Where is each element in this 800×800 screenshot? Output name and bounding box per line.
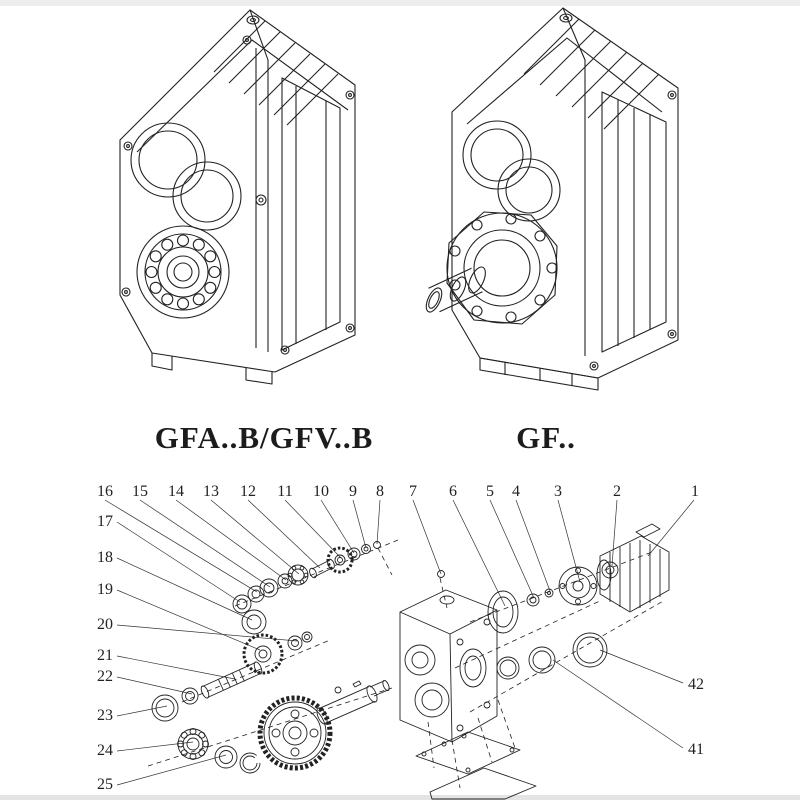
callout-6: 6 xyxy=(449,483,457,500)
callout-1: 1 xyxy=(691,483,699,500)
callout-16: 16 xyxy=(97,483,113,500)
callout-42: 42 xyxy=(688,676,704,693)
output-shaft-icon xyxy=(425,266,486,313)
bearing-icon xyxy=(136,225,230,319)
callout-7: 7 xyxy=(409,483,417,500)
page-edge-bottom xyxy=(0,795,800,800)
gasket-parts xyxy=(415,731,537,800)
callout-17: 17 xyxy=(97,513,113,530)
callout-13: 13 xyxy=(203,483,219,500)
callout-8: 8 xyxy=(376,483,384,500)
output-flange-icon xyxy=(446,211,558,325)
callout-41: 41 xyxy=(688,741,704,758)
callout-25: 25 xyxy=(97,776,113,793)
callout-19: 19 xyxy=(97,581,113,598)
callout-22: 22 xyxy=(97,668,113,685)
bolt-icons xyxy=(121,35,355,355)
callout-14: 14 xyxy=(168,483,184,500)
input-shaft-parts xyxy=(247,541,445,603)
intermediate-shaft-parts xyxy=(181,594,313,705)
callout-12: 12 xyxy=(240,483,256,500)
callout-20: 20 xyxy=(97,616,113,633)
callout-10: 10 xyxy=(313,483,329,500)
model-label-left: GFA..B/GFV..B xyxy=(154,420,374,455)
callout-15: 15 xyxy=(132,483,148,500)
callout-leader-lines xyxy=(104,499,695,786)
callout-24: 24 xyxy=(97,742,113,759)
callout-3: 3 xyxy=(554,483,562,500)
exploded-view-figure xyxy=(104,499,695,800)
model-label-right: GF.. xyxy=(516,420,576,455)
output-shaft-parts xyxy=(151,679,390,774)
callout-2: 2 xyxy=(613,483,621,500)
motor-side-parts xyxy=(487,523,670,680)
callout-18: 18 xyxy=(97,549,113,566)
callout-9: 9 xyxy=(349,483,357,500)
callout-5: 5 xyxy=(486,483,494,500)
page-edge-top xyxy=(0,0,800,6)
callout-4: 4 xyxy=(512,483,520,500)
gearbox-side-figure xyxy=(425,7,679,391)
gearbox-front-figure xyxy=(119,9,356,385)
callout-23: 23 xyxy=(97,707,113,724)
callout-21: 21 xyxy=(97,647,113,664)
housing-part xyxy=(399,589,498,743)
callout-11: 11 xyxy=(277,483,293,500)
